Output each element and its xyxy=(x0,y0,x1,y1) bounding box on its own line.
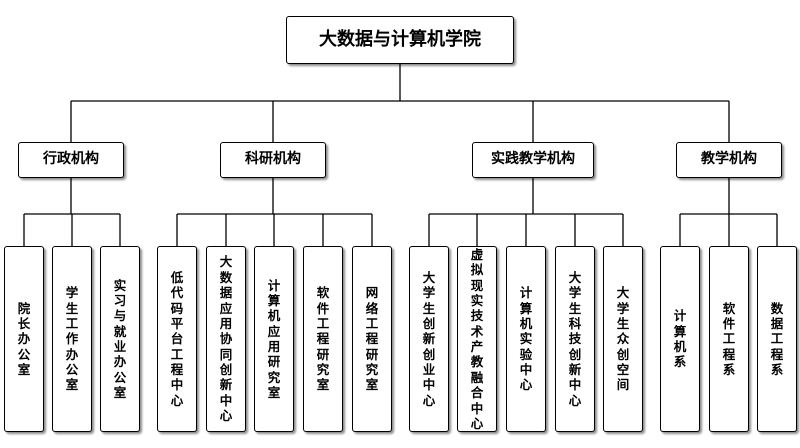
unit-label: 计算机系 xyxy=(673,308,687,370)
dept-node-practice-teaching: 实践教学机构 xyxy=(472,142,594,178)
unit-label: 计算机应用研究室 xyxy=(267,277,281,401)
unit-label: 网络工程研究室 xyxy=(365,285,379,393)
dept-node-administration: 行政机构 xyxy=(18,142,124,178)
unit-node: 低代码平台工程中心 xyxy=(157,246,197,432)
unit-node: 大学生创新创业中心 xyxy=(409,246,449,432)
dept-node-research: 科研机构 xyxy=(220,142,326,178)
dept-label: 教学机构 xyxy=(701,151,757,168)
unit-label: 大数据应用协同创新中心 xyxy=(219,254,233,424)
unit-label: 软件工程研究室 xyxy=(316,285,330,393)
dept-label: 科研机构 xyxy=(245,151,301,168)
unit-label: 虚拟现实技术产教融合中心 xyxy=(470,246,484,431)
dept-node-teaching: 教学机构 xyxy=(676,142,782,178)
unit-node: 计算机实验中心 xyxy=(506,246,546,432)
unit-node: 网络工程研究室 xyxy=(352,246,392,432)
root-node: 大数据与计算机学院 xyxy=(286,16,514,64)
unit-label: 数据工程系 xyxy=(770,300,784,378)
unit-node: 数据工程系 xyxy=(757,246,797,432)
unit-node: 计算机系 xyxy=(660,246,700,432)
unit-label: 学生工作办公室 xyxy=(65,285,79,393)
dept-label: 行政机构 xyxy=(43,151,99,168)
dept-label: 实践教学机构 xyxy=(491,151,575,168)
unit-node: 大数据应用协同创新中心 xyxy=(206,246,246,432)
unit-label: 计算机实验中心 xyxy=(519,285,533,393)
unit-label: 软件工程系 xyxy=(722,300,736,378)
unit-node: 软件工程研究室 xyxy=(303,246,343,432)
unit-label: 实习与就业办公室 xyxy=(113,277,127,401)
root-label: 大数据与计算机学院 xyxy=(319,29,481,51)
unit-node: 大学生科技创新中心 xyxy=(555,246,595,432)
unit-node: 计算机应用研究室 xyxy=(254,246,294,432)
unit-node: 软件工程系 xyxy=(709,246,749,432)
unit-node: 院长办公室 xyxy=(4,246,44,432)
unit-label: 低代码平台工程中心 xyxy=(170,269,184,408)
unit-node: 学生工作办公室 xyxy=(52,246,92,432)
unit-label: 院长办公室 xyxy=(17,300,31,378)
unit-label: 大学生众创空间 xyxy=(616,285,630,393)
unit-label: 大学生创新创业中心 xyxy=(422,269,436,408)
unit-label: 大学生科技创新中心 xyxy=(568,269,582,408)
unit-node: 虚拟现实技术产教融合中心 xyxy=(457,246,497,432)
unit-node: 实习与就业办公室 xyxy=(100,246,140,432)
unit-node: 大学生众创空间 xyxy=(603,246,643,432)
